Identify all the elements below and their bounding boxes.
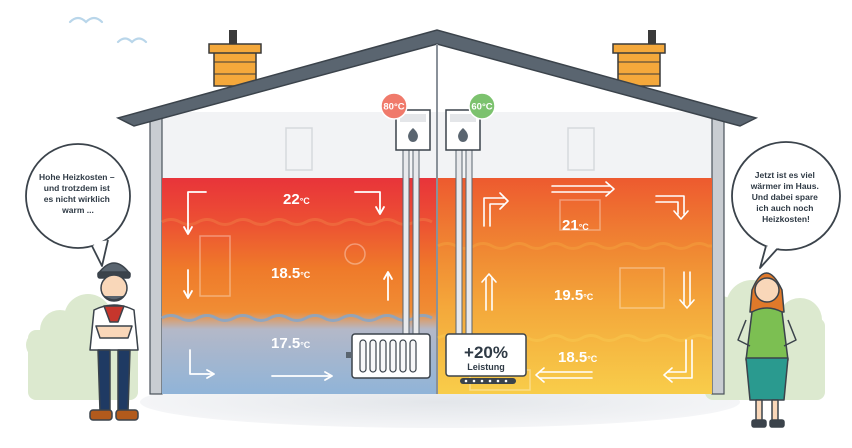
chimney-icon [612,30,666,87]
left-temp-bottom: 17.5°C [271,335,311,352]
bird-icon [68,16,148,44]
left-temp-top: 22°C [283,191,310,208]
speech-bubble-left: Hohe Heizkosten – und trotzdem ist es ni… [25,143,131,267]
speech-bubble-right: Jetzt ist es viel wärmer im Haus. Und da… [731,141,841,269]
arrow-icon [183,191,393,381]
right-temp-middle: 19.5°C [554,287,594,304]
svg-text:Leistung: Leistung [467,362,505,372]
svg-text:80°C: 80°C [383,102,404,113]
left-wall [149,111,163,395]
right-wall [711,111,725,395]
radiator-icon [346,333,431,379]
happy-woman-character [737,272,797,428]
door [285,127,313,171]
radiator-boost: +20% Leistung [445,333,527,384]
svg-text:Jetzt ist es viel wärmer: Jetzt ist es viel wärmer im Haus. Und da… [750,170,821,224]
roof [115,29,759,127]
svg-text:+20%: +20% [464,343,508,362]
left-temp-middle: 18.5°C [271,265,311,282]
svg-text:Hohe Heizkosten – und tr: Hohe Heizkosten – und trotzdem ist es ni… [39,172,117,215]
right-temp-top: 21°C [562,217,589,234]
cold-man-character [89,262,139,421]
right-temp-bottom: 18.5°C [558,349,598,366]
door [567,127,595,171]
chimney-icon [208,30,262,87]
flame-icon [408,128,418,142]
right-boiler-badge: 60°C [468,92,496,120]
flame-icon [458,128,468,142]
left-boiler-badge: 80°C [380,92,408,120]
svg-text:60°C: 60°C [471,102,492,113]
arrow-icon [481,181,695,383]
